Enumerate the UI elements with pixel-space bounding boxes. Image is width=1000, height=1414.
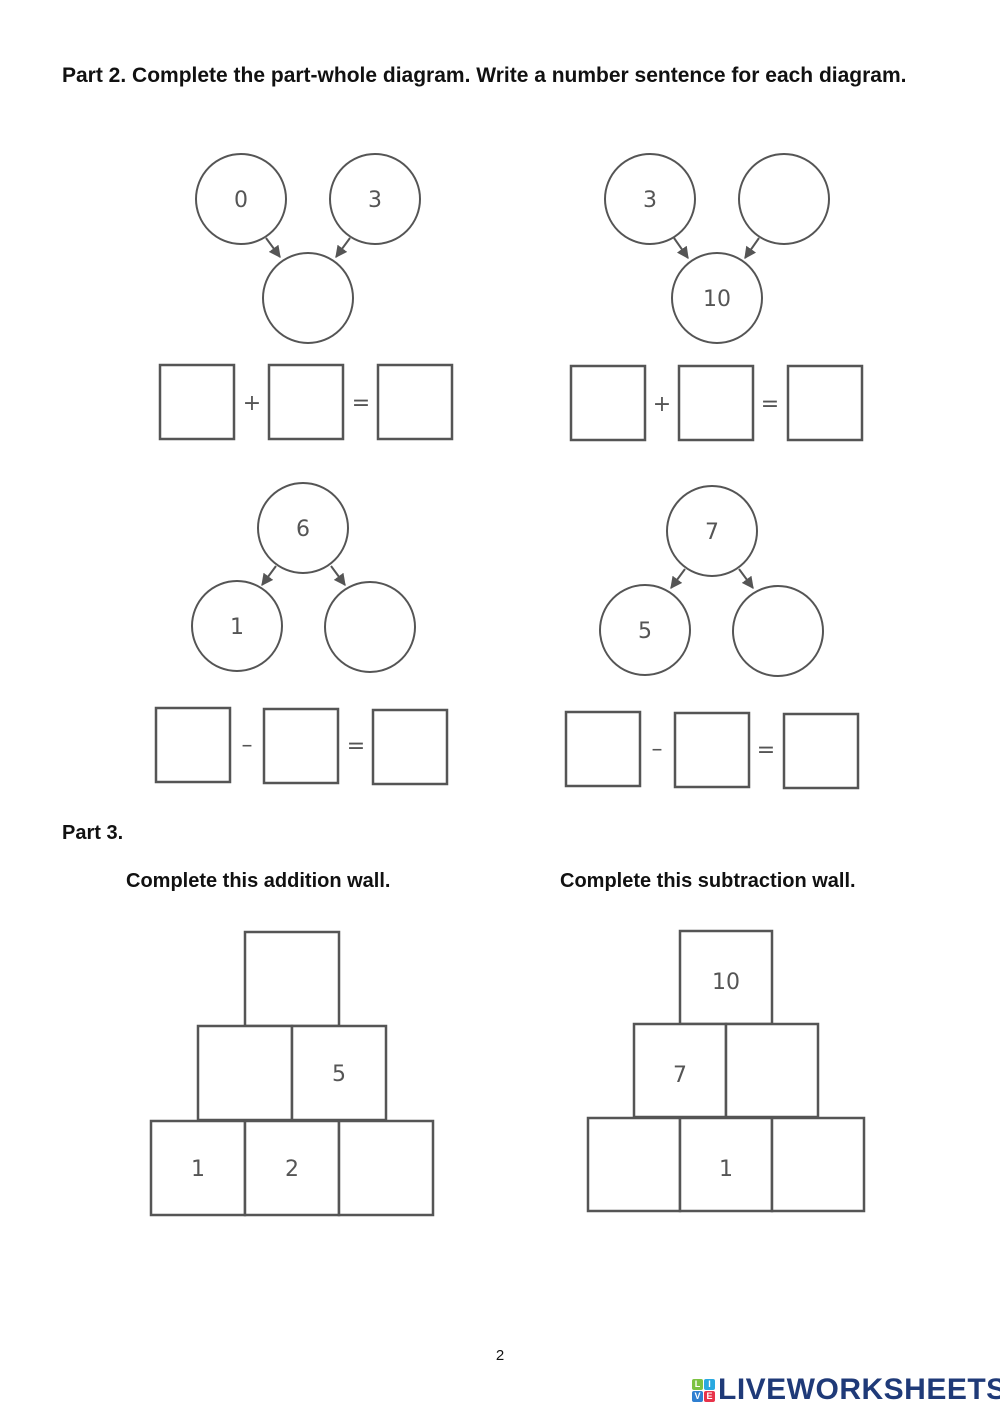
wall-brick[interactable]: [678, 929, 774, 1026]
arrow: [335, 237, 351, 258]
wall-brick[interactable]: [290, 1024, 388, 1122]
part-whole-diagram-2: 3 10 + =: [569, 153, 864, 442]
answer-box[interactable]: [376, 363, 454, 441]
part-value: 3: [643, 188, 657, 213]
whole-value: 7: [705, 520, 719, 545]
part-circle[interactable]: [604, 153, 696, 245]
whole-circle[interactable]: [262, 252, 354, 344]
part3-heading: Part 3.: [62, 822, 124, 844]
whole-circle[interactable]: [666, 485, 758, 577]
equals-sign: =: [757, 738, 775, 763]
brick-value: 1: [719, 1157, 733, 1182]
part-value: 1: [230, 615, 244, 640]
equals-sign: =: [352, 391, 370, 416]
brick-value: 1: [191, 1157, 205, 1182]
wall-brick[interactable]: [724, 1022, 820, 1119]
part-circle[interactable]: [738, 153, 830, 245]
brick-value: 10: [712, 970, 740, 995]
logo-letter: E: [704, 1390, 715, 1402]
part-circle[interactable]: [329, 153, 421, 245]
brick-value: 5: [332, 1062, 346, 1087]
arrow: [673, 237, 689, 259]
logo-letter: I: [704, 1378, 715, 1390]
wall-brick[interactable]: [196, 1024, 294, 1122]
answer-box[interactable]: [371, 708, 449, 786]
arrow: [330, 565, 346, 586]
part-circle[interactable]: [324, 581, 416, 673]
answer-box[interactable]: [267, 363, 345, 441]
wall-brick[interactable]: [770, 1116, 866, 1213]
answer-box[interactable]: [569, 364, 647, 442]
wall-brick[interactable]: [243, 930, 341, 1028]
brick-value: 7: [673, 1063, 687, 1088]
operator: –: [652, 737, 663, 762]
whole-circle[interactable]: [671, 252, 763, 344]
part-circle[interactable]: [195, 153, 287, 245]
part-whole-diagram-4: 7 5 – =: [564, 485, 860, 790]
arrow: [670, 568, 686, 589]
arrow: [744, 237, 760, 259]
part-whole-diagram-1: 0 3 + =: [158, 153, 454, 441]
wall-brick[interactable]: [337, 1119, 435, 1217]
part-whole-diagram-3: 6 1 – =: [154, 482, 449, 786]
logo-letter: L: [692, 1378, 703, 1390]
part-value: 3: [368, 188, 382, 213]
operator: +: [653, 392, 671, 417]
arrow: [265, 237, 281, 258]
answer-box[interactable]: [262, 707, 340, 785]
subtraction-wall: 10 7 1: [586, 929, 866, 1213]
part-value: 5: [638, 619, 652, 644]
answer-box[interactable]: [158, 363, 236, 441]
whole-value: 6: [296, 517, 310, 542]
answer-box[interactable]: [782, 712, 860, 790]
live-blocks-icon: L I V E: [692, 1378, 715, 1402]
wall-brick[interactable]: [678, 1116, 774, 1213]
part-circle[interactable]: [599, 584, 691, 676]
logo-letter: V: [692, 1390, 703, 1402]
answer-box[interactable]: [564, 710, 642, 788]
equals-sign: =: [761, 392, 779, 417]
brick-value: 2: [285, 1157, 299, 1182]
answer-box[interactable]: [786, 364, 864, 442]
whole-circle[interactable]: [257, 482, 349, 574]
answer-box[interactable]: [154, 706, 232, 784]
part-value: 0: [234, 188, 248, 213]
arrow: [261, 565, 277, 586]
part-circle[interactable]: [191, 580, 283, 672]
whole-value: 10: [703, 287, 731, 312]
part2-heading: Part 2. Complete the part-whole diagram.…: [62, 64, 907, 87]
arrow: [738, 568, 754, 589]
part-circle[interactable]: [732, 585, 824, 677]
addition-wall: 5 1 2: [149, 930, 435, 1217]
answer-box[interactable]: [677, 364, 755, 442]
answer-box[interactable]: [673, 711, 751, 789]
logo-text: LIVEWORKSHEETS: [718, 1373, 1000, 1406]
addition-wall-title: Complete this addition wall.: [126, 870, 391, 892]
subtraction-wall-title: Complete this subtraction wall.: [560, 870, 856, 892]
page-number: 2: [495, 1347, 505, 1364]
operator: –: [242, 733, 253, 758]
operator: +: [243, 391, 261, 416]
wall-brick[interactable]: [632, 1022, 728, 1119]
liveworksheets-logo[interactable]: L I V E LIVEWORKSHEETS: [692, 1375, 1000, 1405]
equals-sign: =: [347, 734, 365, 759]
wall-brick[interactable]: [586, 1116, 682, 1213]
